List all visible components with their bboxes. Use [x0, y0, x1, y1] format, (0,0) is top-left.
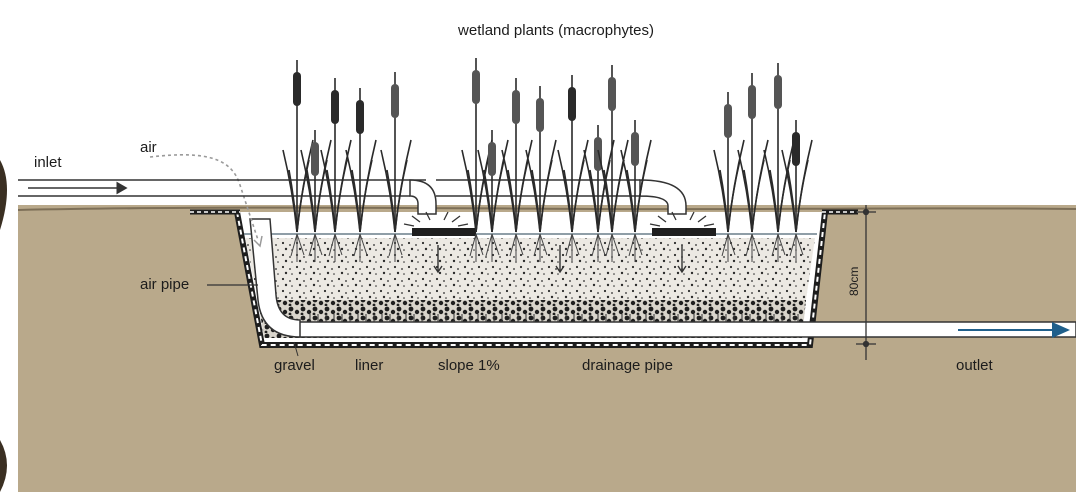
fine-gravel-layer [245, 238, 815, 300]
depth-label: 80cm [847, 267, 861, 296]
title-label: wetland plants (macrophytes) [457, 22, 654, 39]
inlet-label: inlet [34, 154, 62, 171]
outlet-label: outlet [956, 357, 994, 374]
liner-label: liner [355, 357, 383, 374]
gravel-label: gravel [274, 357, 315, 374]
air-pipe-label: air pipe [140, 276, 189, 293]
air-label: air [140, 139, 157, 156]
slope-label: slope 1% [438, 357, 500, 374]
drainage-pipe-label: drainage pipe [582, 357, 673, 374]
